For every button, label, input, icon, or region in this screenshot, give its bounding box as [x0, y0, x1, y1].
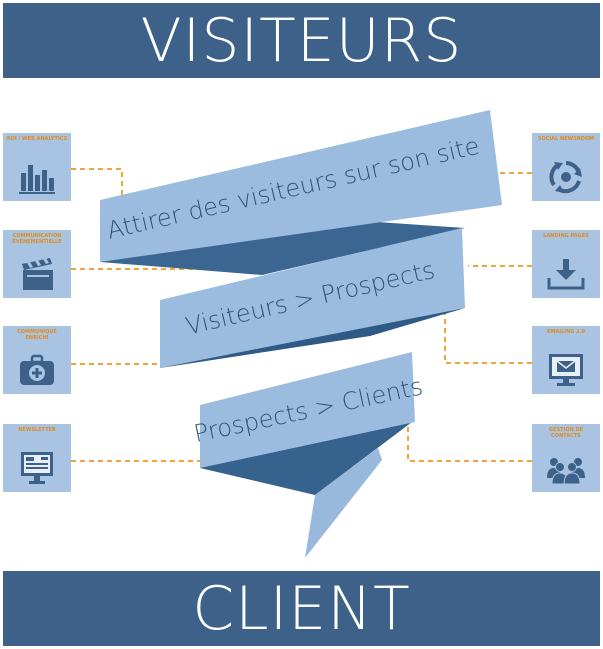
bottom-title: CLIENT: [192, 573, 411, 644]
download-tray-icon: [547, 259, 585, 290]
clapperboard-icon: [22, 258, 53, 290]
tile-label: GESTION DE CONTACTS: [548, 427, 584, 439]
tile-label: EMAILING 2.0: [546, 329, 586, 335]
bottom-banner: CLIENT: [3, 571, 600, 646]
tile-label: COMMUNICATION ÉVÉNEMENTIELLE: [12, 233, 62, 245]
people-group-icon: [547, 458, 585, 485]
ribbon-band-1: [100, 110, 502, 262]
tile-roi-web-analytics[interactable]: ROI / WEB ANALYTICS: [3, 133, 71, 201]
ribbon-band-3: [200, 352, 415, 468]
tile-label: NEWSLETTER: [18, 427, 56, 433]
tile-social-newsroom[interactable]: SOCIAL NEWSROOM: [532, 133, 600, 201]
tile-communique-enrichi[interactable]: COMMUNIQUÉ ENRICHI: [3, 326, 71, 394]
tile-label: SOCIAL NEWSROOM: [537, 136, 595, 142]
connector-roi: [71, 168, 123, 200]
medical-case-icon: [20, 354, 54, 385]
tile-label: COMMUNIQUÉ ENRICHI: [17, 329, 57, 341]
page-title: VISITEURS: [140, 5, 463, 76]
top-banner: VISITEURS: [3, 3, 600, 78]
tile-newsletter[interactable]: NEWSLETTER: [3, 424, 71, 492]
connector-contacts: [407, 420, 532, 462]
refresh-cycle-icon: [549, 161, 582, 194]
newsletter-monitor-icon: [21, 452, 53, 484]
tile-landing-pages[interactable]: LANDING PAGES: [532, 230, 600, 298]
email-monitor-icon: [549, 354, 583, 386]
connector-emailing: [444, 295, 532, 364]
tile-gestion-de-contacts[interactable]: GESTION DE CONTACTS: [532, 424, 600, 492]
tile-emailing[interactable]: EMAILING 2.0: [532, 326, 600, 394]
tile-label: LANDING PAGES: [543, 233, 589, 239]
bar-chart-icon: [19, 165, 55, 194]
tile-communication-evenementielle[interactable]: COMMUNICATION ÉVÉNEMENTIELLE: [3, 230, 71, 298]
tile-label: ROI / WEB ANALYTICS: [6, 136, 68, 142]
ribbon-tail: [305, 448, 382, 558]
ribbon-band-2: [160, 228, 465, 368]
